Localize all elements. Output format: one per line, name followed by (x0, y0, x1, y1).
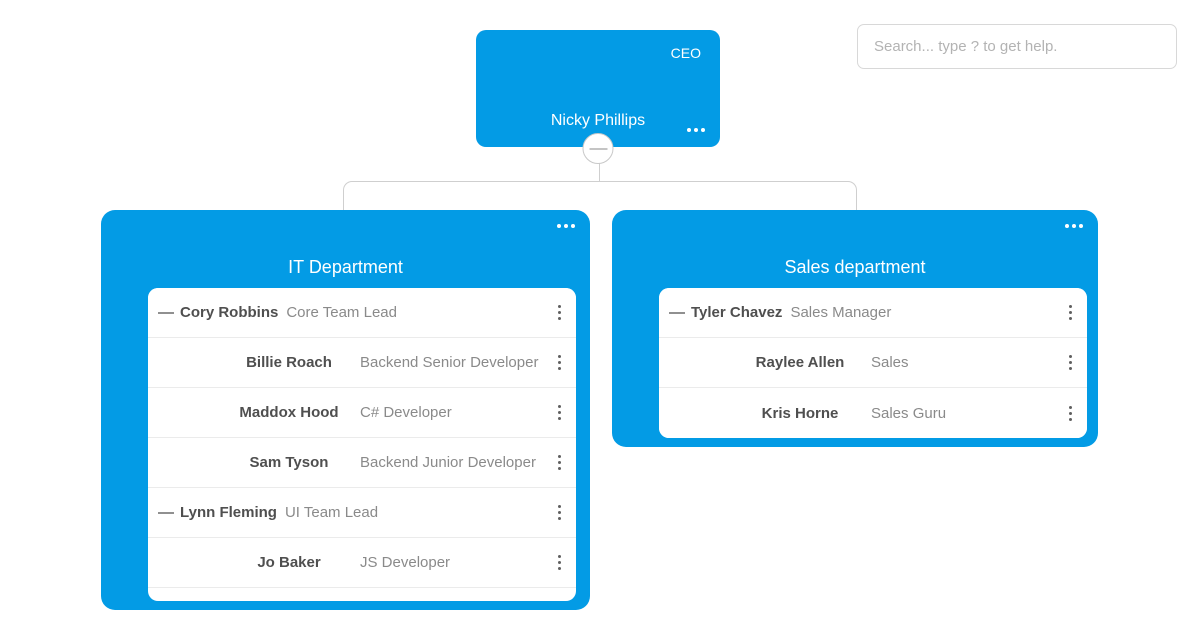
member-name: Maddox Hood (239, 404, 339, 421)
search-input[interactable] (857, 24, 1177, 69)
member-role: C# Developer (360, 404, 452, 421)
connector-line (599, 163, 600, 182)
dash-icon (669, 311, 685, 314)
member-list: Cory Robbins Core Team Lead Billie Roach… (148, 288, 576, 601)
member-row[interactable]: Lynn Fleming UI Team Lead (148, 488, 576, 538)
member-role: JS Developer (360, 554, 451, 571)
member-list: Tyler Chavez Sales Manager Raylee Allen … (659, 288, 1087, 438)
member-row[interactable]: Billie Roach Backend Senior Developer (148, 338, 576, 388)
dash-icon (158, 311, 174, 314)
minus-icon (589, 147, 607, 150)
member-row[interactable]: Jo Baker JS Developer (148, 538, 576, 588)
member-name: Tyler Chavez (691, 304, 783, 321)
member-row[interactable]: Tyler Chavez Sales Manager (659, 288, 1087, 338)
member-role: Sales Guru (871, 404, 947, 422)
member-role: Sales (871, 354, 909, 371)
member-row[interactable]: Kris Horne Sales Guru (659, 388, 1087, 438)
member-role: Backend Senior Developer (360, 354, 539, 371)
ellipsis-vertical-icon[interactable] (558, 305, 561, 320)
ellipsis-vertical-icon[interactable] (558, 405, 561, 420)
member-row[interactable]: Raylee Allen Sales (659, 338, 1087, 388)
member-name: Cory Robbins (180, 304, 279, 321)
ellipsis-vertical-icon[interactable] (1069, 355, 1072, 370)
ceo-badge: CEO (670, 45, 701, 61)
ellipsis-vertical-icon[interactable] (1069, 405, 1072, 421)
member-name: Sam Tyson (249, 454, 329, 471)
member-row[interactable]: Sam Tyson Backend Junior Developer (148, 438, 576, 488)
member-name: Raylee Allen (755, 354, 845, 371)
ellipsis-horizontal-icon[interactable] (687, 128, 705, 132)
ellipsis-vertical-icon[interactable] (1069, 305, 1072, 320)
member-row[interactable]: Maddox Hood C# Developer (148, 388, 576, 438)
ellipsis-vertical-icon[interactable] (558, 455, 561, 470)
ellipsis-vertical-icon[interactable] (558, 355, 561, 370)
member-row[interactable]: Cory Robbins Core Team Lead (148, 288, 576, 338)
member-role: UI Team Lead (284, 504, 379, 521)
ellipsis-horizontal-icon[interactable] (1065, 224, 1083, 228)
collapse-button[interactable] (582, 133, 614, 164)
ellipsis-horizontal-icon[interactable] (557, 224, 575, 228)
department-title: Sales department (784, 257, 926, 277)
department-card-it[interactable]: IT Department Cory Robbins Core Team Lea… (101, 210, 590, 610)
department-title: IT Department (288, 257, 403, 277)
dash-icon (158, 511, 174, 514)
connector-bracket (343, 181, 857, 210)
member-role: Core Team Lead (286, 304, 397, 321)
member-role: Backend Junior Developer (360, 454, 536, 471)
ceo-name: Nicky Phillips (550, 112, 646, 129)
member-name: Lynn Fleming (180, 504, 277, 521)
ellipsis-vertical-icon[interactable] (558, 505, 561, 520)
member-role: Sales Manager (790, 304, 892, 321)
department-card-sales[interactable]: Sales department Tyler Chavez Sales Mana… (612, 210, 1098, 447)
member-name: Jo Baker (257, 554, 321, 571)
member-name: Kris Horne (761, 404, 839, 422)
member-name: Billie Roach (246, 354, 332, 371)
ellipsis-vertical-icon[interactable] (558, 555, 561, 570)
node-ceo[interactable]: CEO Nicky Phillips (476, 30, 720, 164)
